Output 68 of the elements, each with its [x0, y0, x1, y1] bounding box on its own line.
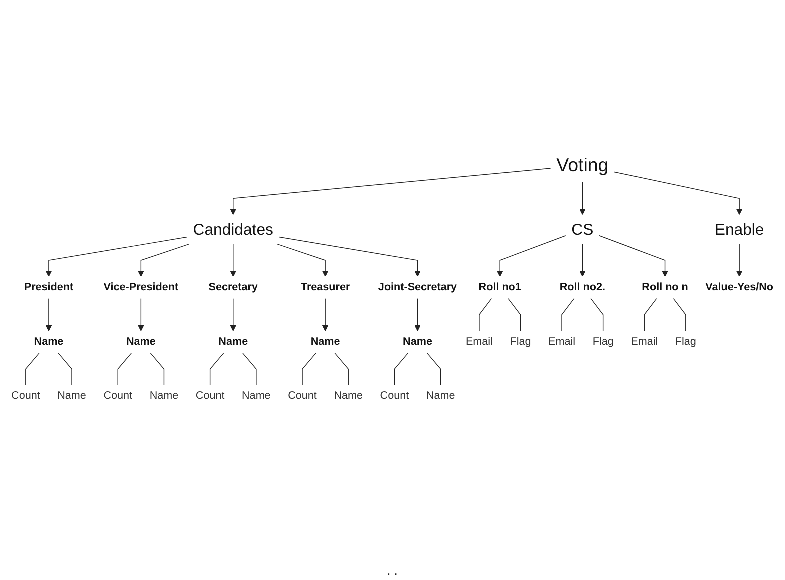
connector: [394, 352, 409, 386]
node-text: Flag: [510, 335, 532, 348]
node-text: Name: [150, 390, 179, 402]
arrow: [322, 298, 329, 332]
node-text: Joint-Secretary: [378, 281, 458, 294]
node-text: Candidates: [193, 220, 274, 239]
connector: [302, 352, 317, 386]
arrow: [138, 298, 144, 332]
connector: [673, 298, 686, 332]
arrow: [496, 236, 566, 278]
connector: [118, 352, 132, 386]
node-text: Name: [126, 335, 156, 348]
node-text: Email: [631, 335, 658, 348]
node-text: Count: [380, 390, 410, 402]
connector: [479, 298, 492, 332]
node-text: Name: [34, 335, 64, 348]
node-text: Name: [218, 335, 248, 348]
node-text: Name: [310, 335, 340, 348]
node-text: Value-Yes/No: [706, 281, 774, 294]
node-text: Email: [548, 335, 576, 348]
connector: [242, 352, 257, 386]
arrow: [230, 298, 237, 332]
node-text: Roll no2.: [560, 281, 606, 294]
arrow: [736, 244, 743, 278]
node-text: Vice-President: [104, 281, 179, 294]
connector: [150, 352, 165, 386]
arrow: [614, 172, 743, 216]
node-text: Name: [334, 390, 364, 402]
node-text: Name: [426, 390, 456, 402]
connector: [26, 352, 40, 386]
connector: [508, 298, 522, 332]
arrow: [580, 182, 586, 216]
node-text: Count: [196, 390, 225, 402]
connector: [334, 352, 349, 386]
node-text: Name: [403, 335, 432, 348]
node-text: Name: [242, 390, 271, 402]
node-text: Email: [466, 335, 493, 348]
node-text: Enable: [714, 220, 764, 239]
arrow: [46, 298, 52, 332]
arrow: [278, 236, 421, 278]
arrow: [138, 244, 190, 278]
node-text: Roll no n: [642, 281, 688, 294]
connector: [644, 298, 658, 332]
arrow: [414, 298, 421, 332]
arrow: [46, 236, 188, 278]
node-text: Treasurer: [300, 281, 350, 294]
node-text: Voting: [556, 154, 609, 176]
note-text: . .: [387, 563, 398, 578]
arrow: [230, 168, 552, 216]
arrow: [580, 244, 586, 278]
node-text: Roll no1: [478, 281, 522, 294]
connector: [590, 298, 604, 332]
node-text: CS: [572, 220, 594, 239]
arrow: [276, 244, 329, 278]
arrow: [599, 236, 668, 278]
arrow: [230, 244, 237, 278]
node-text: Flag: [675, 335, 696, 348]
node-text: Name: [58, 390, 86, 402]
node-text: President: [24, 281, 74, 294]
node-text: Count: [12, 390, 40, 402]
connector: [562, 298, 575, 332]
connector: [58, 352, 72, 386]
node-text: Secretary: [208, 281, 258, 294]
node-text: Count: [288, 390, 317, 402]
node-text: Count: [104, 390, 133, 402]
connector: [210, 352, 224, 386]
connector: [426, 352, 442, 386]
node-text: Flag: [592, 335, 614, 348]
